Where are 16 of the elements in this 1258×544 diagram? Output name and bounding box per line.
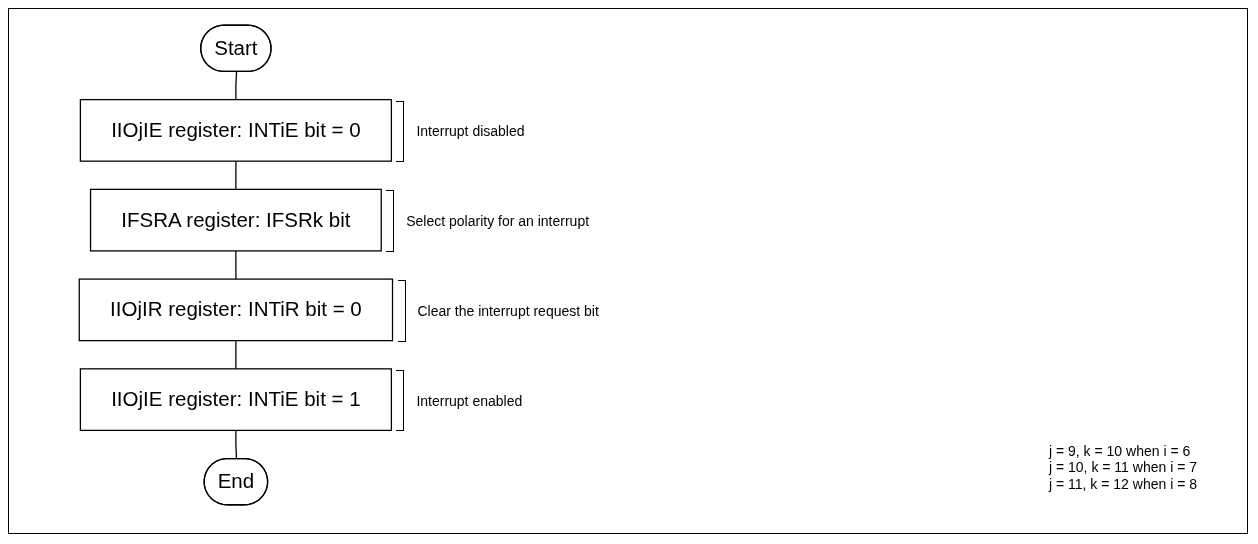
connector xyxy=(235,340,237,370)
node-box: IIOjIR register: INTiR bit = 0 xyxy=(78,278,394,342)
node-box: IIOjIE register: INTiE bit = 0 xyxy=(79,99,392,162)
note-text: j = 9, k = 10 when i = 6 xyxy=(1049,442,1192,460)
connector xyxy=(235,429,238,460)
node-box: IIOjIE register: INTiE bit = 1 xyxy=(79,368,392,431)
connector xyxy=(235,71,238,101)
connector xyxy=(235,250,237,280)
connector xyxy=(235,160,237,190)
note-text: Clear the interrupt request bit xyxy=(416,302,599,319)
note-text: j = 11, k = 12 when i = 8 xyxy=(1049,476,1197,493)
note-text: Interrupt enabled xyxy=(415,392,523,409)
note-text: j = 10, k = 11 when i = 7 xyxy=(1049,459,1197,477)
note-text: Select polarity for an interrupt xyxy=(405,213,590,230)
note-text: Interrupt disabled xyxy=(415,123,525,140)
node-box: IFSRA register: IFSRk bit xyxy=(89,188,382,252)
